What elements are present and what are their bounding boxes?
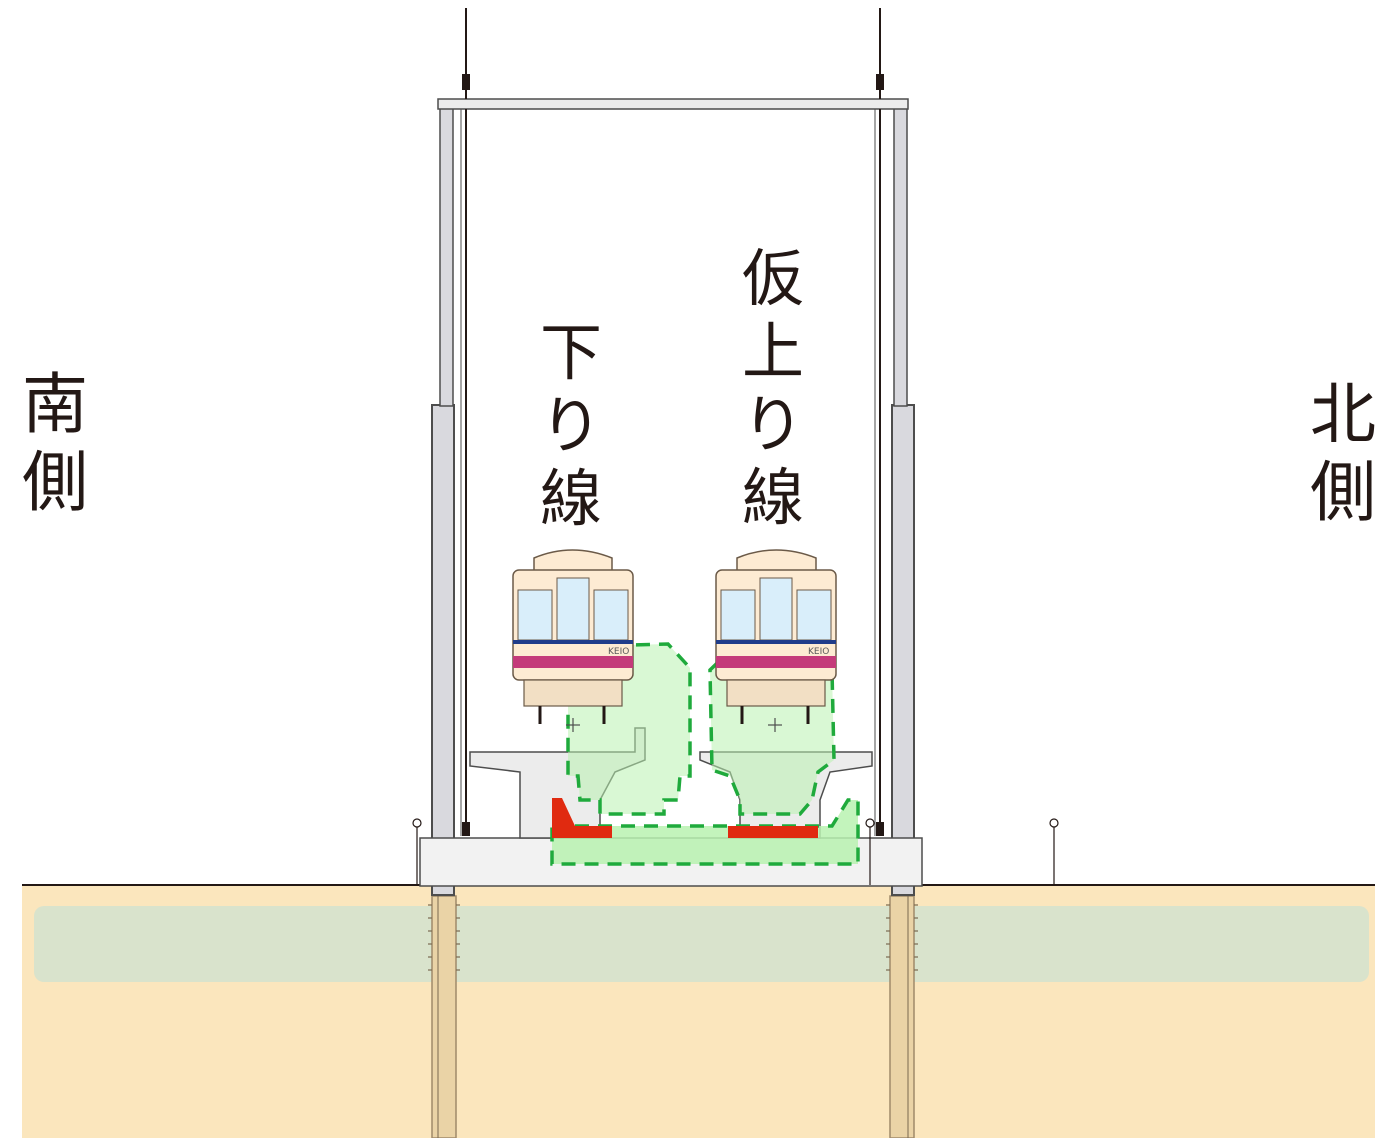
suspension-rods xyxy=(460,8,881,836)
temp-up-line-label: 仮上り線 xyxy=(741,242,804,535)
south-retaining-wall xyxy=(428,99,460,1138)
train-down-line: KEIO xyxy=(512,549,634,724)
north-side-label: 北側 xyxy=(1310,376,1375,531)
red-structure-areas xyxy=(552,798,818,838)
train-logo: KEIO xyxy=(808,647,829,657)
groundwater-band xyxy=(34,906,1369,982)
south-side-label: 南側 xyxy=(22,366,88,521)
down-line-label: 下り線 xyxy=(539,316,602,536)
rod-anchors xyxy=(462,74,884,836)
north-retaining-wall xyxy=(886,99,918,1138)
train-logo: KEIO xyxy=(608,647,629,657)
soil-layer xyxy=(22,884,1375,1138)
track-center-marks xyxy=(566,718,782,732)
temporary-frame-beam xyxy=(437,98,909,110)
survey-markers xyxy=(412,818,1059,885)
train-temp-up-line: KEIO xyxy=(715,549,837,724)
